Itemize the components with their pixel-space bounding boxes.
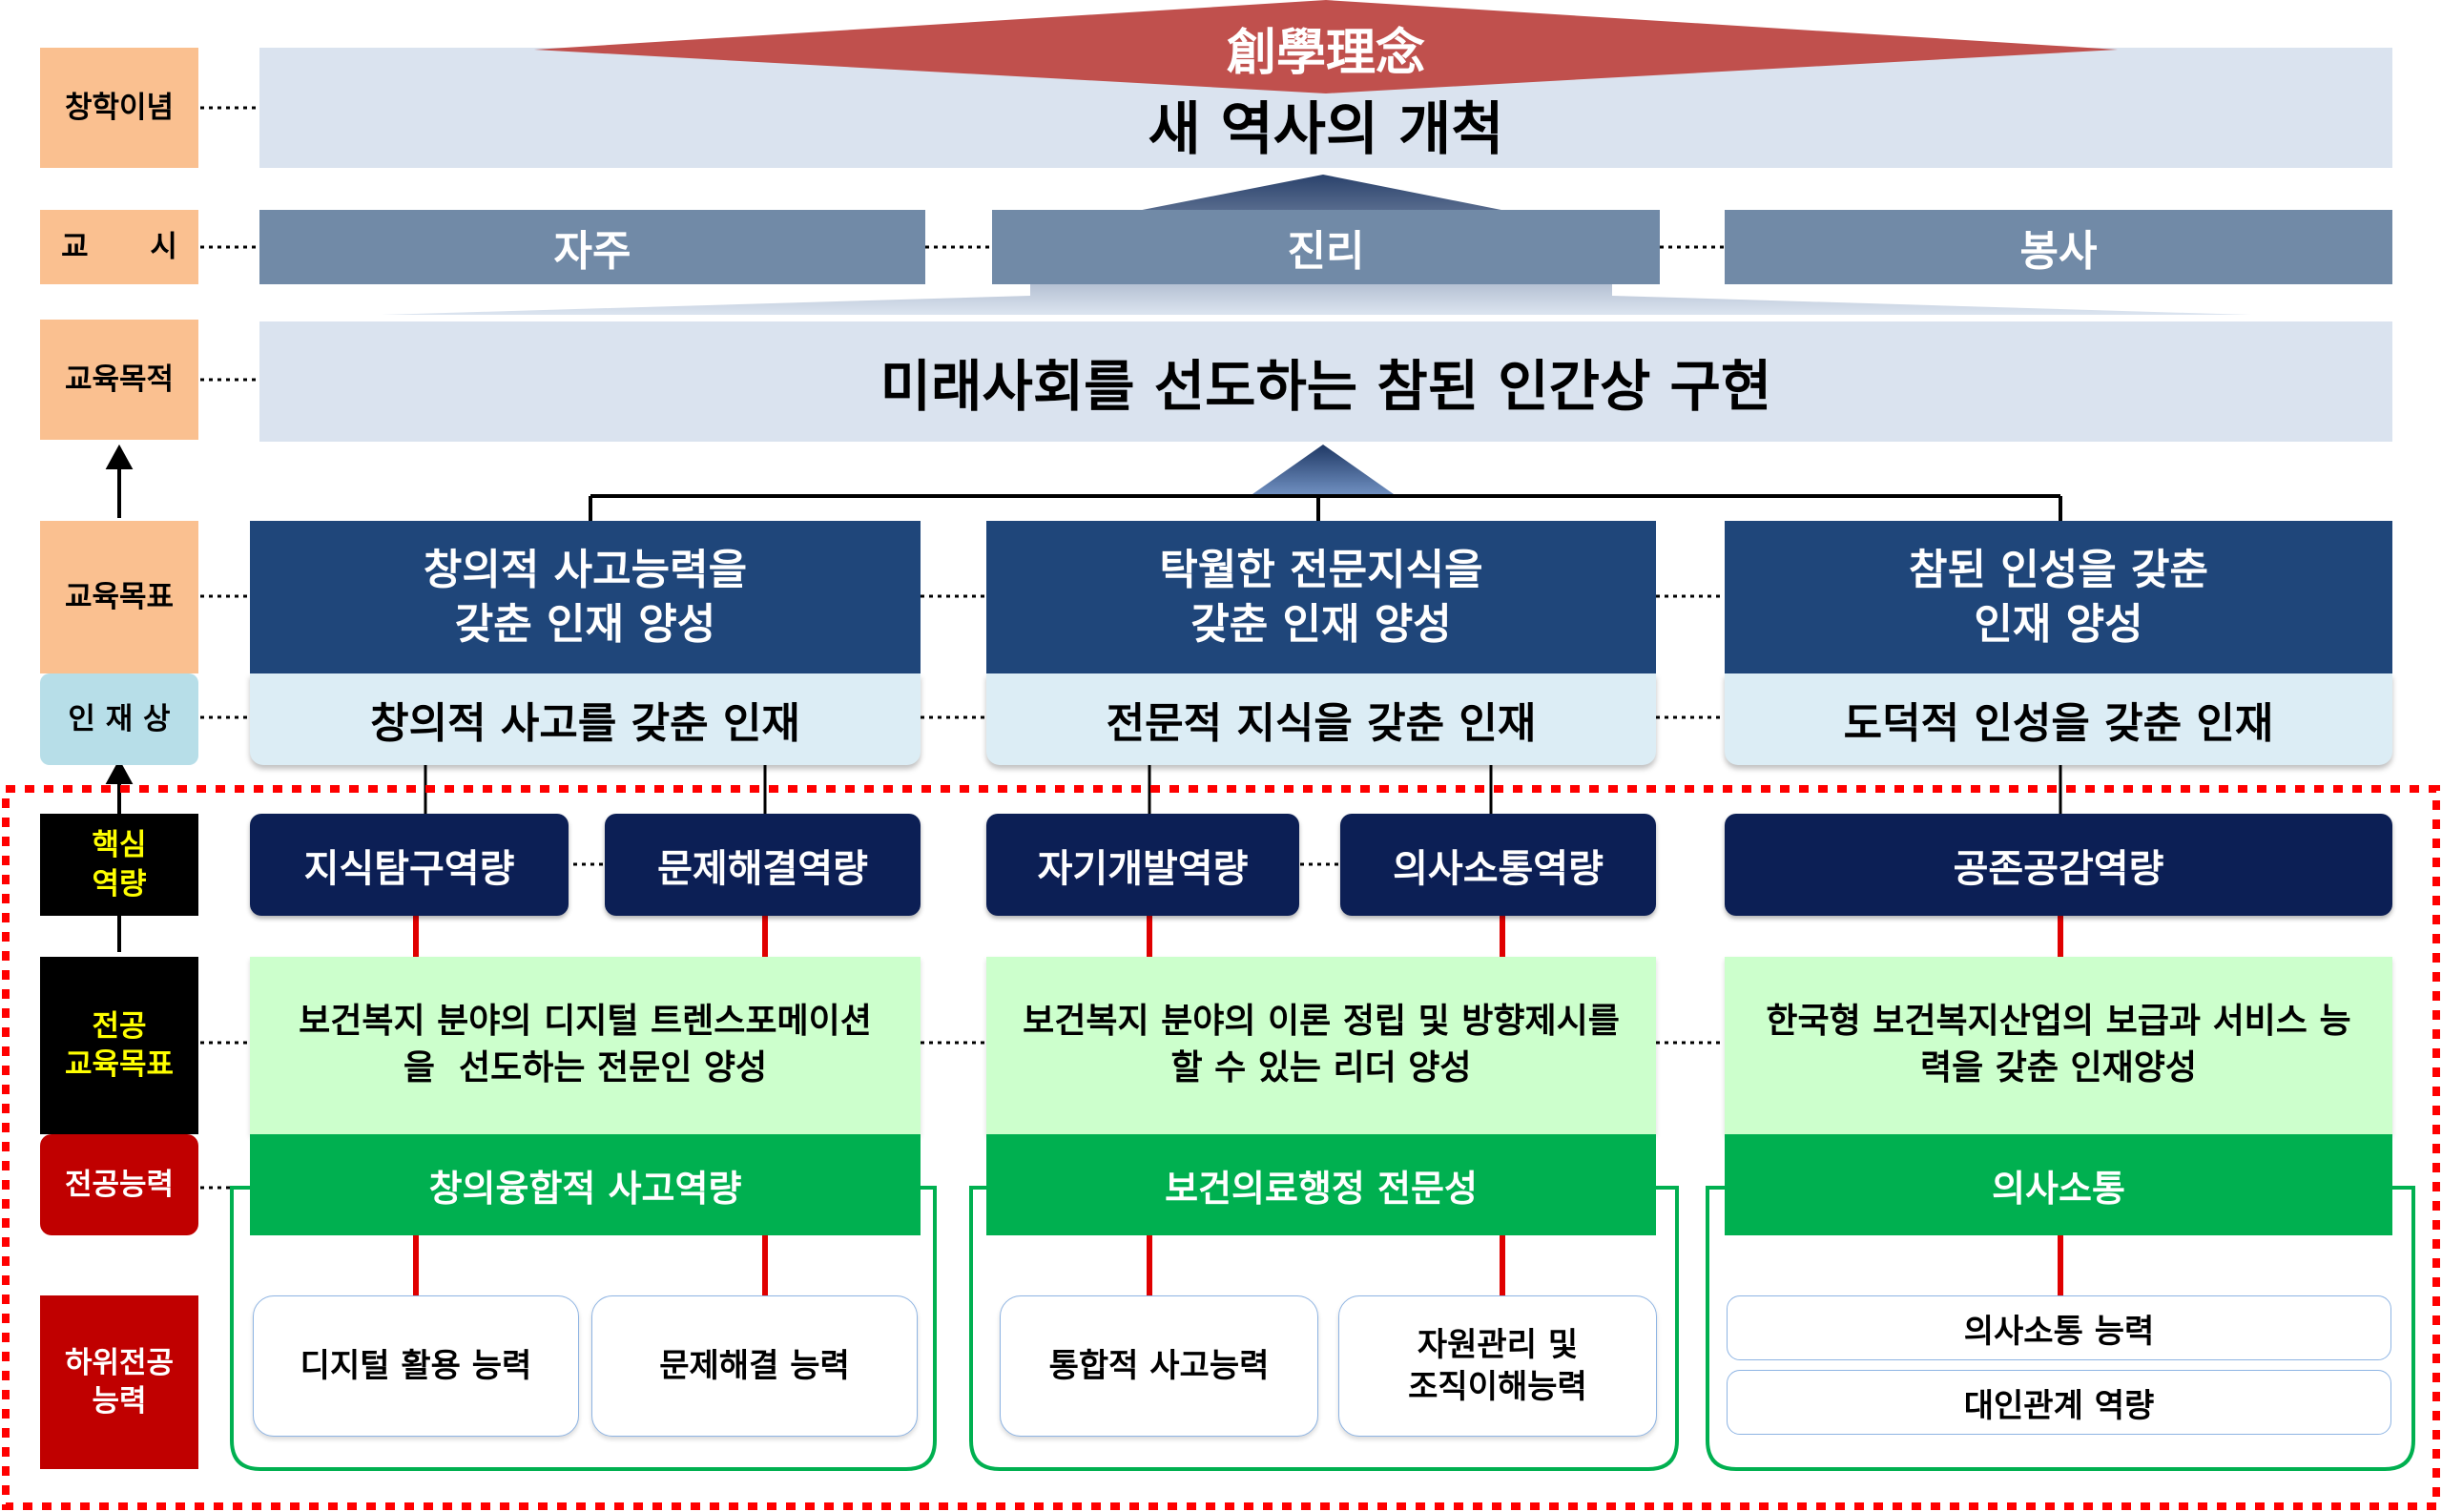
row-label-core: 핵심 역량 [40, 814, 198, 916]
major-goal-korean-welfare: 한국형 보건복지산업의 보급과 서비스 능 력을 갖춘 인재양성 [1725, 957, 2392, 1134]
row-label-major-goal: 전공 교육목표 [40, 957, 198, 1134]
hanja-banner [534, 0, 2118, 93]
motto-service: 봉사 [1725, 210, 2392, 284]
sub-ability-interpersonal: 대인관계 역량 [1727, 1370, 2391, 1435]
sub-ability-communication: 의사소통 능력 [1727, 1295, 2391, 1360]
core-problem-solving: 문제해결역량 [605, 814, 921, 916]
major-ability-health-admin: 보건의료행정 전문성 [986, 1134, 1656, 1235]
row-label-sub-ability: 하위전공 능력 [40, 1295, 198, 1469]
major-goal-digital: 보건복지 분야의 디지털 트렌스포메이션 을 선도하는 전문인 양성 [250, 957, 921, 1134]
talent-creative: 창의적 사고를 갖춘 인재 [250, 673, 921, 765]
talent-core-connectors [424, 765, 2062, 814]
row-label-purpose: 교육목적 [40, 320, 198, 440]
core-self-development: 자기개발역량 [986, 814, 1299, 916]
education-goal-expertise: 탁월한 전문지식을 갖춘 인재 양성 [986, 521, 1656, 673]
row-label-talent: 인 재 상 [40, 673, 198, 765]
education-goal-creative: 창의적 사고능력을 갖춘 인재 양성 [250, 521, 921, 673]
red-connectors [413, 916, 2063, 1295]
motto-autonomy: 자주 [259, 210, 925, 284]
talent-character: 도덕적 인성을 갖춘 인재 [1725, 673, 2392, 765]
motto-truth: 진리 [992, 210, 1660, 284]
founding-hanja: 創學理念 [1226, 24, 1425, 82]
talent-expertise: 전문적 지식을 갖춘 인재 [986, 673, 1656, 765]
founding-title: 새 역사의 개척 [1148, 95, 1504, 163]
row-label-motto: 교 시 [40, 210, 198, 284]
core-coexistence-empathy: 공존공감역량 [1725, 814, 2392, 916]
sub-ability-digital-use: 디지털 활용 능력 [253, 1295, 579, 1437]
major-goal-leader: 보건복지 분야의 이론 정립 및 방향제시를 할 수 있는 리더 양성 [986, 957, 1656, 1134]
row-label-major-ability: 전공능력 [40, 1134, 198, 1235]
row-label-goals: 교육목표 [40, 521, 198, 673]
row-label-founding: 창학이념 [40, 48, 198, 168]
major-ability-communication: 의사소통 [1725, 1134, 2392, 1235]
goal-triangle [1252, 445, 1394, 494]
major-ability-creative-convergence: 창의융합적 사고역량 [250, 1134, 921, 1235]
sub-ability-integrated-thinking: 통합적 사고능력 [1000, 1295, 1318, 1437]
major-section-border [2, 785, 2440, 1510]
sub-ability-resource-management: 자원관리 및 조직이해능력 [1338, 1295, 1657, 1437]
education-goal-character: 참된 인성을 갖춘 인재 양성 [1725, 521, 2392, 673]
green-brackets [230, 1186, 2415, 1471]
sub-ability-problem-solving: 문제해결 능력 [591, 1295, 918, 1437]
education-purpose: 미래사회를 선도하는 참된 인간상 구현 [259, 321, 2392, 442]
goal-bracket [589, 494, 2062, 521]
core-knowledge-inquiry: 지식탐구역량 [250, 814, 569, 916]
label-leaders [200, 106, 1725, 1190]
core-communication: 의사소통역량 [1340, 814, 1656, 916]
